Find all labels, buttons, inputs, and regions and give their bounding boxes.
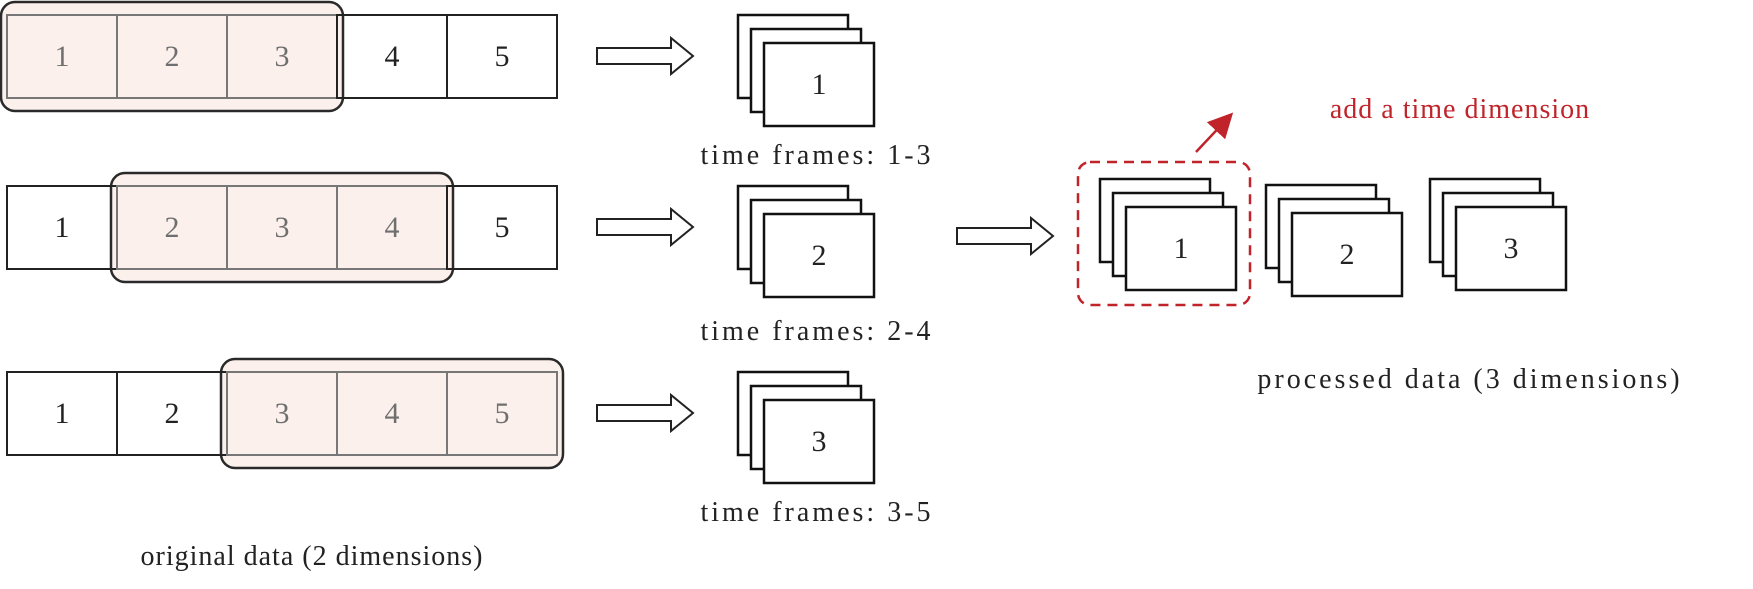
- data-cell: [446, 14, 558, 99]
- transform-arrows: [596, 35, 1055, 434]
- data-cell-label: 3: [275, 397, 290, 430]
- frame-stack-1: 1: [736, 13, 876, 128]
- time-frames-caption-1: time frames: 1-3: [700, 140, 933, 171]
- data-cell: [446, 185, 558, 270]
- data-cell-label: 1: [55, 211, 70, 244]
- data-cell-label: 4: [385, 211, 400, 244]
- original-row-2: 1 2 3 4 5: [6, 171, 558, 284]
- original-data-caption: original data (2 dimensions): [141, 541, 484, 572]
- original-row-1: 1 2 3 4 5: [0, 0, 558, 113]
- add-time-dimension-annotation: add a time dimension: [1330, 94, 1590, 125]
- data-cell-label: 1: [55, 40, 70, 73]
- data-cell: [446, 371, 558, 456]
- data-cell-label: 1: [55, 397, 70, 430]
- frame-sheet: [1454, 205, 1568, 292]
- arrow-to-processed: [956, 215, 1055, 257]
- frame-label: 3: [812, 425, 827, 458]
- arrow-to-frames-3: [596, 392, 695, 434]
- frame-sheet: [1124, 205, 1238, 292]
- data-cell-label: 2: [165, 40, 180, 73]
- data-cell-label: 5: [495, 211, 510, 244]
- data-cell-label: 5: [495, 40, 510, 73]
- frame-sheet: [762, 212, 876, 299]
- arrow-to-frames-2: [596, 206, 695, 248]
- frame-stack-3: 3: [736, 370, 876, 485]
- processed-stack-3: 3: [1428, 177, 1568, 292]
- original-row-3: 1 2 3 4 5: [6, 357, 565, 470]
- processed-stack-1: 1: [1098, 177, 1238, 292]
- processed-stack-2: 2: [1264, 183, 1404, 298]
- window-highlight-1: [0, 0, 345, 113]
- frame-label: 3: [1504, 232, 1519, 265]
- data-cell-label: 4: [385, 397, 400, 430]
- time-frames-caption-2: time frames: 2-4: [700, 316, 933, 347]
- processed-data-caption: processed data (3 dimensions): [1257, 364, 1682, 395]
- frame-sheet: [762, 41, 876, 128]
- time-frames-caption-3: time frames: 3-5: [700, 497, 933, 528]
- frame-label: 1: [812, 68, 827, 101]
- frame-label: 1: [1174, 232, 1189, 265]
- window-highlight-2: [109, 171, 455, 284]
- frame-label: 2: [1340, 238, 1355, 271]
- frame-sheet: [762, 398, 876, 485]
- frame-stack-2: 2: [736, 184, 876, 299]
- data-cell-label: 2: [165, 211, 180, 244]
- processed-data-group: 1 2 3: [1076, 112, 1568, 307]
- data-cell-label: 3: [275, 40, 290, 73]
- window-highlight-3: [219, 357, 565, 470]
- data-cell-label: 5: [495, 397, 510, 430]
- original-data-rows: 1 2 3 4 5 1 2 3 4 5 1 2 3 4 5: [0, 0, 565, 470]
- frame-label: 2: [812, 239, 827, 272]
- time-dimension-highlight: [1076, 160, 1252, 307]
- arrow-to-frames-1: [596, 35, 695, 77]
- frame-sheet: [1290, 211, 1404, 298]
- time-frame-stacks: 1 time frames: 1-3 2 time frames: 2-4 3 time …: [700, 13, 933, 528]
- data-cell-label: 3: [275, 211, 290, 244]
- data-cell-label: 4: [385, 40, 400, 73]
- annotation-pointer-arrow: [1195, 112, 1234, 153]
- data-cell-label: 2: [165, 397, 180, 430]
